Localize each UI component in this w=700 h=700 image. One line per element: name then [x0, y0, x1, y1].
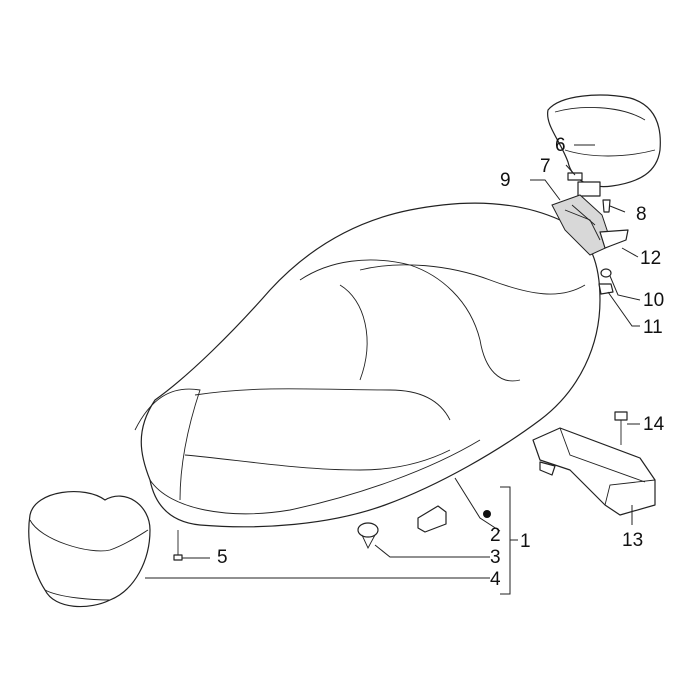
callout-4: 4 — [490, 569, 501, 590]
small-parts-illustration — [173, 505, 447, 561]
callout-10: 10 — [643, 290, 664, 311]
callout-9: 9 — [500, 170, 511, 191]
callout-8: 8 — [636, 204, 647, 225]
callout-7: 7 — [540, 156, 551, 177]
callout-12: 12 — [640, 248, 661, 269]
callout-6: 6 — [555, 135, 566, 156]
screw-14-illustration — [614, 411, 628, 445]
callout-14: 14 — [643, 414, 665, 435]
seat-illustration — [134, 202, 601, 528]
callout-13: 13 — [622, 530, 643, 551]
callout-1: 1 — [520, 531, 531, 552]
cover-illustration — [532, 427, 656, 516]
reference-dot — [483, 510, 491, 518]
hardware-illustration — [567, 172, 614, 295]
bracket-illustration — [551, 194, 629, 256]
storage-liner-illustration — [28, 490, 151, 608]
callout-5: 5 — [217, 547, 228, 568]
callout-3: 3 — [490, 547, 501, 568]
backrest-illustration — [547, 94, 661, 197]
callout-2: 2 — [490, 525, 501, 546]
callout-11: 11 — [643, 317, 663, 338]
leader-lines — [145, 144, 641, 595]
